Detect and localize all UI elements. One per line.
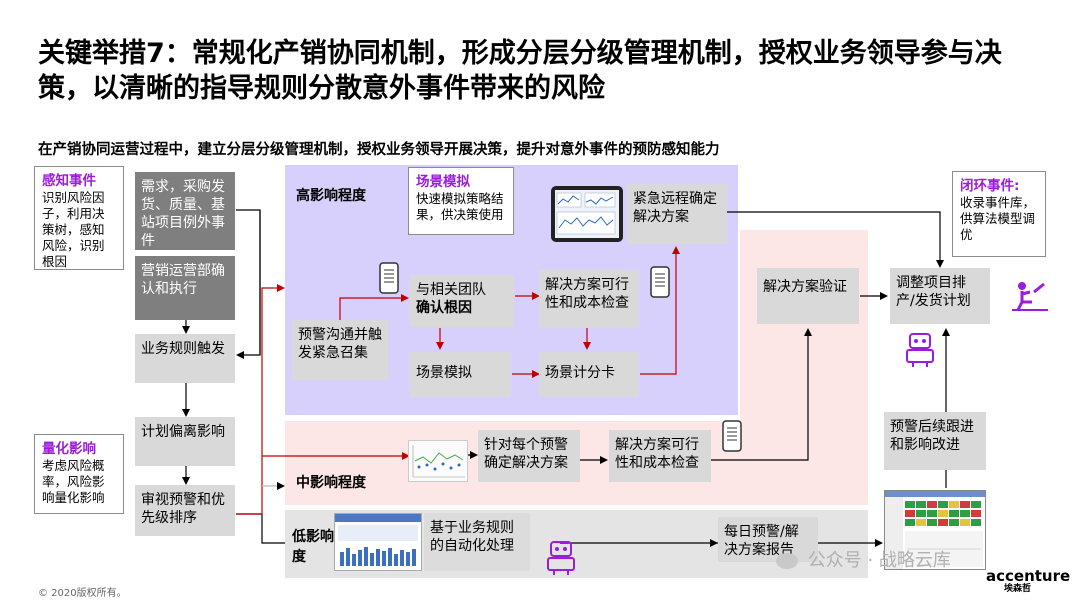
business-rule-trigger-box: 业务规则触发 [135,334,235,383]
tablet-dashboard-image [551,186,623,242]
sense-event-heading: 感知事件 [42,173,96,189]
quantify-impact-text: 考虑风险概率，风险影响量化影响 [42,458,105,505]
page-subtitle: 在产销协同运营过程中，建立分层分级管理机制，授权业务领导开展决策，提升对意外事件… [38,142,720,158]
copyright-text: © 2020版权所有。 [38,588,127,599]
plan-deviation-box: 计划偏离影响 [135,417,235,466]
daily-report-box: 每日预警/解决方案报告 [718,517,818,562]
bar-report-icon [335,514,421,566]
marketing-ops-box: 营销运营部确认和执行 [135,256,235,320]
solution-verify-box: 解决方案验证 [757,268,859,324]
dashboard-chart-icon [555,190,619,238]
quantify-impact-box: 量化影响 考虑风险概率，风险影响量化影响 [34,434,124,514]
phone-icon [650,266,670,298]
review-priority-box: 审视预警和优先级排序 [135,485,235,536]
watermark-text: 公众号 · 战略云库 [807,550,951,571]
scenario-sim-box: 场景模拟 快速模拟策略结果，供决策使用 [408,167,514,235]
confirm-root-cause-line2: 确认根因 [416,300,472,316]
followup-improve-box: 预警后续跟进和影响改进 [884,412,986,470]
scorecard-box: 场景计分卡 [539,352,639,397]
closed-loop-heading: 闭环事件: [960,178,1020,194]
confirm-root-cause-line1: 与相关团队 [416,282,486,298]
alert-convene-box: 预警沟通并触发紧急召集 [292,320,388,380]
scenario-sim-text: 快速模拟策略结果，供决策使用 [416,191,504,222]
closed-loop-text: 收录事件库，供算法模型调优 [960,195,1036,242]
zone-label-mid: 中影响程度 [296,475,366,491]
remote-solution-box: 紧急远程确定解决方案 [627,184,727,244]
watermark: 公众号 · 战略云库 [776,546,951,572]
high-feasibility-box: 解决方案可行性和成本检查 [539,270,639,328]
auto-process-box: 基于业务规则的自动化处理 [424,513,530,571]
zone-label-high: 高影响程度 [296,188,366,204]
adjust-schedule-box: 调整项目排产/发货计划 [890,268,990,324]
robot-icon [547,541,575,575]
accenture-brand-cn: 埃森哲 [1004,584,1032,594]
sense-event-box: 感知事件 识别风险因子，利用决策树，感知风险，识别根因 [34,166,124,270]
low-report-image [334,513,422,571]
heatmap-grid-icon [885,491,985,569]
heatmap-screenshot [884,490,986,570]
demand-exception-box: 需求，采购发货、质量、基站项目例外事件 [135,172,235,250]
scatter-chart-icon [409,441,467,481]
phone-icon [379,262,399,294]
closed-loop-box: 闭环事件: 收录事件库，供算法模型调优 [952,171,1046,257]
quantify-impact-heading: 量化影响 [42,441,96,457]
each-alert-solution-box: 针对每个预警确定解决方案 [478,430,580,482]
accenture-logo: accenture 埃森哲 [986,568,1070,595]
mid-feasibility-box: 解决方案可行性和成本检查 [609,430,711,482]
scenario-sim-heading: 场景模拟 [416,174,470,190]
phone-icon [722,420,742,452]
page-title: 关键举措7：常规化产销协同机制，形成分层分级管理机制，授权业务领导参与决策，以清… [38,38,1002,104]
mid-chart-image [408,440,468,482]
scenario-sim-step-box: 场景模拟 [410,352,511,397]
robot-icon [906,333,934,367]
wechat-icon [776,553,798,569]
accenture-brand: accenture [986,567,1071,585]
sense-event-text: 识别风险因子，利用决策树，感知风险，识别根因 [42,190,105,269]
confirm-root-cause-box: 与相关团队 确认根因 [410,275,514,327]
person-at-desk-icon [1012,282,1048,311]
